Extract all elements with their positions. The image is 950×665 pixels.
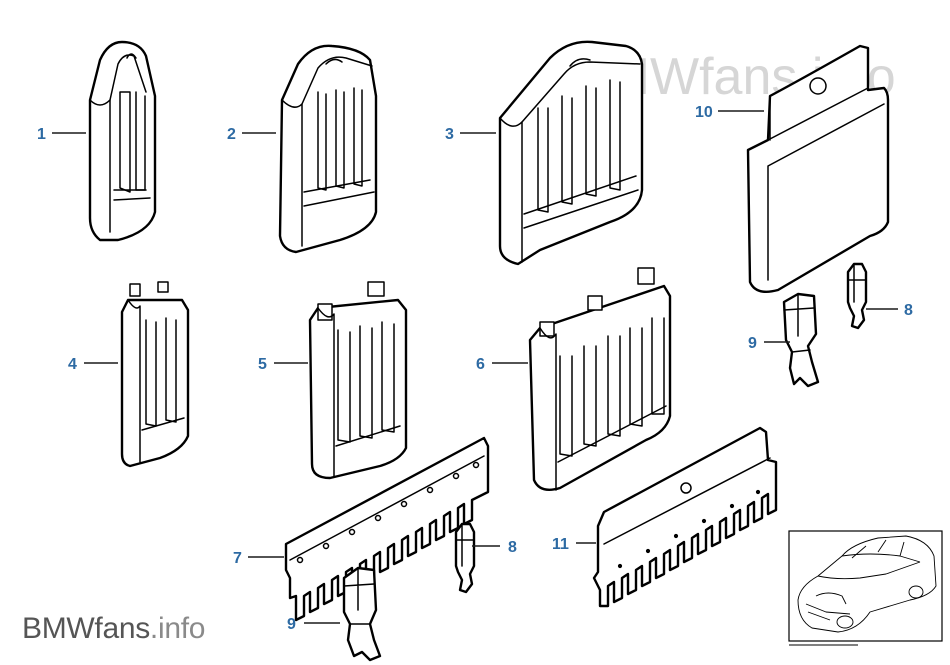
callout-labels: 1 2 3 4 5 6 7 8 8 9 9 10 11 xyxy=(37,104,913,633)
part-6-connector[interactable] xyxy=(528,267,672,491)
part-8-terminal-upper[interactable] xyxy=(846,262,868,330)
part-10-cover[interactable] xyxy=(746,44,890,293)
callout-1: 1 xyxy=(37,126,46,143)
watermark-bottom: BMWfans.info xyxy=(22,612,205,646)
part-9-terminal-lower[interactable] xyxy=(342,566,382,662)
part-11-bridge-comb[interactable] xyxy=(592,426,778,608)
part-2-connector-housing[interactable] xyxy=(278,44,378,254)
callout-6: 6 xyxy=(476,356,485,373)
part-5-connector[interactable] xyxy=(308,281,408,480)
callout-8a: 8 xyxy=(508,539,517,556)
callout-9a: 9 xyxy=(287,616,296,633)
callout-3: 3 xyxy=(445,126,454,143)
callout-5: 5 xyxy=(258,356,267,373)
callout-7: 7 xyxy=(233,550,242,567)
part-7-contact-strip[interactable] xyxy=(284,436,490,622)
callout-8b: 8 xyxy=(904,302,913,319)
part-1-connector-housing[interactable] xyxy=(88,40,157,242)
part-3-connector-housing[interactable] xyxy=(498,40,644,266)
callout-9b: 9 xyxy=(748,335,757,352)
part-9-terminal-upper[interactable] xyxy=(782,292,820,388)
part-8-terminal-lower[interactable] xyxy=(454,522,476,594)
part-4-connector[interactable] xyxy=(120,281,190,468)
callout-4: 4 xyxy=(68,356,77,373)
callout-10: 10 xyxy=(695,104,713,121)
callout-11: 11 xyxy=(552,536,569,553)
callout-2: 2 xyxy=(227,126,236,143)
watermark-suffix: .info xyxy=(149,612,206,645)
watermark-brand: BMWfans xyxy=(22,612,150,645)
leader-lines xyxy=(52,110,898,624)
car-outline-icon xyxy=(797,535,937,633)
vehicle-thumbnail[interactable] xyxy=(788,530,943,646)
